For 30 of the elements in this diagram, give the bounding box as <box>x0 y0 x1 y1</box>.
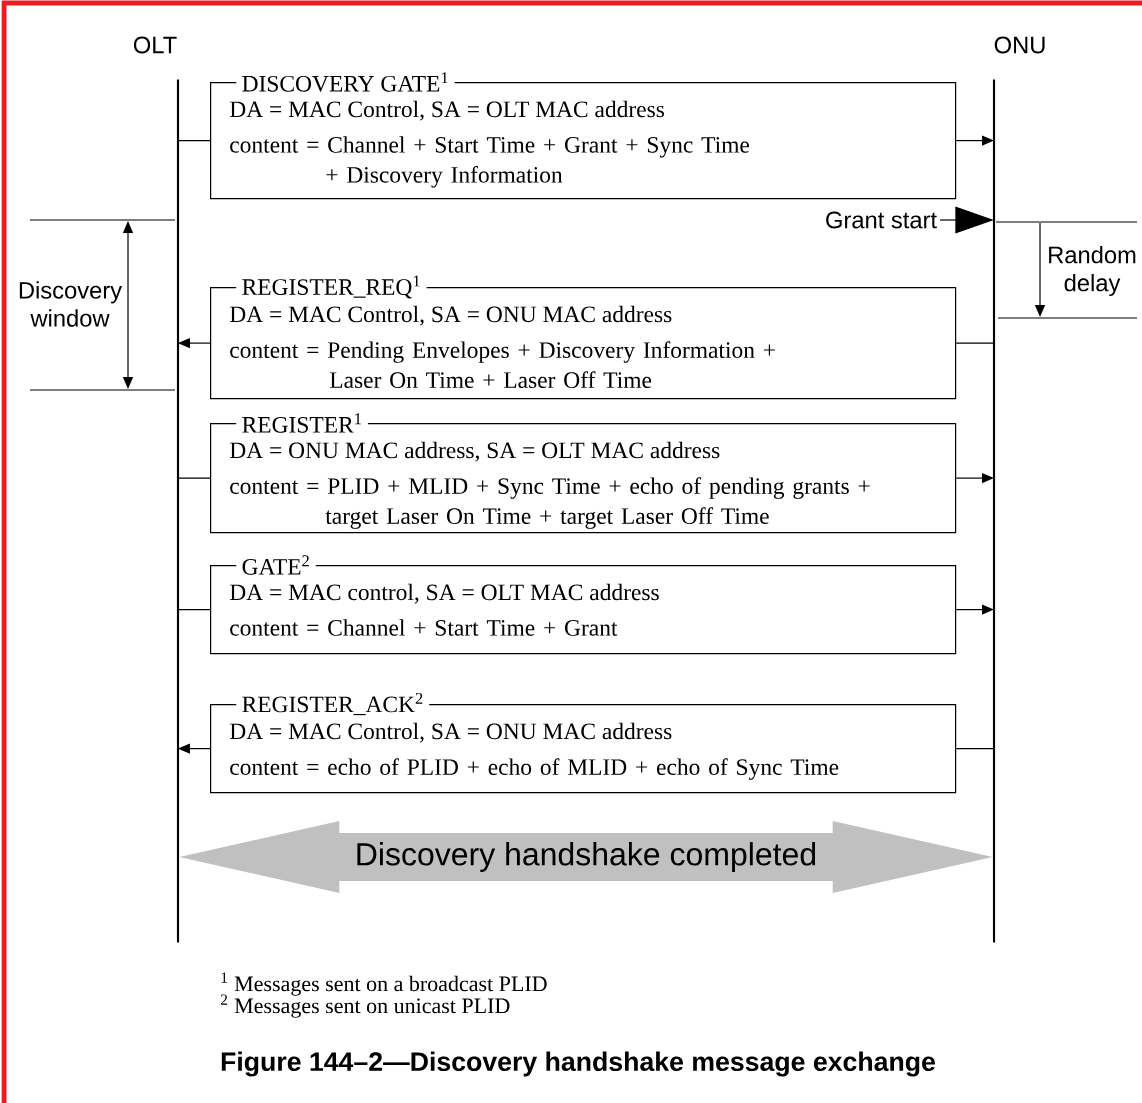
arrow <box>955 604 994 615</box>
content-line: content = PLID + MLID + Sync Time + echo of pending grants + target Laser On Time + target Laser Off Time <box>230 477 870 529</box>
address-line: DA = MAC Control, SA = ONU MAC address <box>229 722 672 743</box>
connector-line <box>955 342 995 344</box>
message-title: REGISTER_REQ$^{1}$ <box>236 274 427 300</box>
message-title: DISCOVERY GATE$^{1}$ <box>236 70 455 94</box>
message-title: REGISTER_ACK$^{2}$ <box>236 691 430 717</box>
address-line: DA = ONU MAC address, SA = OLT MAC address <box>229 441 720 462</box>
dimension-label: Random delay <box>1049 245 1136 297</box>
content-line: content = Channel + Start Time + Grant + Sync Time + Discovery Information <box>230 136 750 188</box>
content-line: content = echo of PLID + echo of MLID + echo of Sync Time <box>230 758 839 780</box>
dimension-label: Discovery window <box>19 281 122 327</box>
address-line: DA = MAC control, SA = OLT MAC address <box>229 583 659 604</box>
message-title: REGISTER$^{1}$ <box>236 411 368 435</box>
message-title: GATE$^{2}$ <box>236 553 316 577</box>
lifeline-label: ONU <box>994 36 1045 54</box>
content-line: content = Pending Envelopes + Discovery Information + Laser On Time + Laser Off Time <box>230 341 775 389</box>
figure-caption: Figure 144–2—Discovery handshake message exchange <box>221 1051 935 1077</box>
connector-line <box>955 748 995 750</box>
arrow <box>178 743 211 754</box>
lifeline-label: OLT <box>133 36 177 54</box>
arrow <box>955 135 994 146</box>
grant-start-label: Grant start <box>826 211 937 229</box>
edge-label: Discovery handshake completed <box>353 840 819 874</box>
connector-line <box>177 609 211 611</box>
content-line: content = Channel + Start Time + Grant <box>230 619 618 636</box>
address-line: DA = MAC Control, SA = OLT MAC address <box>229 100 665 121</box>
connector-line <box>177 140 211 142</box>
address-line: DA = MAC Control, SA = ONU MAC address <box>229 305 672 326</box>
connector-line <box>177 477 211 479</box>
